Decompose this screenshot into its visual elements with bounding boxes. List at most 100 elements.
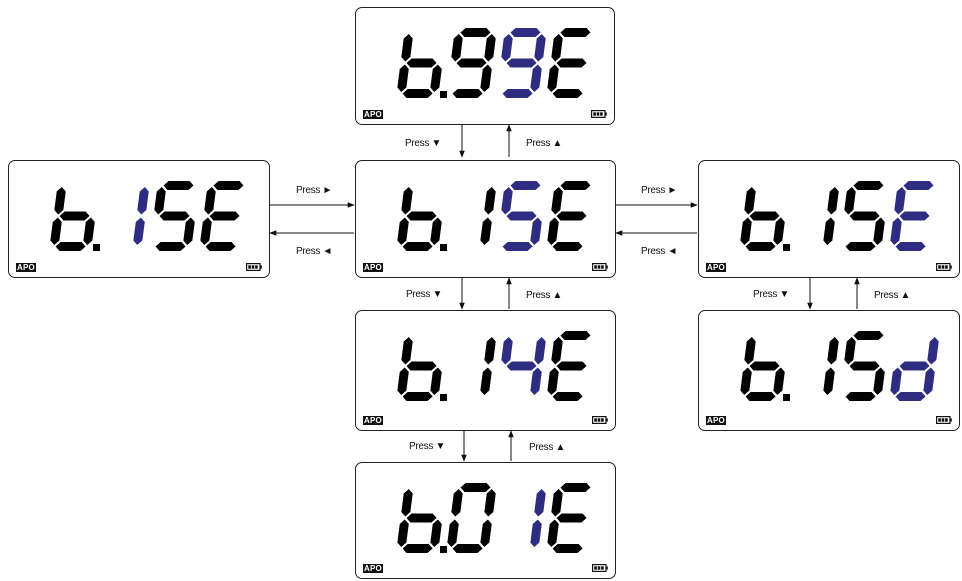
- lcd-display-left: APO: [8, 160, 270, 278]
- digit-0: [397, 489, 447, 553]
- digit-3: [547, 331, 591, 401]
- segment-e: [397, 367, 409, 395]
- seven-segment-readout: [397, 483, 591, 553]
- digit-0: [50, 187, 100, 251]
- segment-a: [460, 483, 491, 492]
- segment-b: [827, 337, 839, 365]
- label-center-lower-to-bottom: Press ▼: [409, 441, 446, 452]
- apo-indicator: APO: [363, 110, 383, 119]
- decimal-point: [783, 244, 790, 251]
- apo-indicator: APO: [363, 564, 383, 573]
- digit-2: [844, 331, 885, 401]
- lcd-display-right-lower: APO: [698, 310, 960, 431]
- segment-d: [452, 89, 483, 98]
- segment-e: [890, 217, 902, 245]
- segment-c: [430, 64, 442, 92]
- segment-b: [137, 187, 149, 215]
- lcd-display-bottom: APO: [355, 462, 616, 579]
- segment-b: [534, 489, 546, 517]
- label-bottom-to-center-lower: Press ▲: [529, 442, 566, 453]
- segment-c: [873, 217, 885, 245]
- battery-full-icon: [936, 416, 952, 424]
- digit-1: [451, 28, 496, 98]
- segment-a: [903, 181, 934, 190]
- decimal-point: [440, 546, 447, 553]
- digit-0: [740, 187, 790, 251]
- segment-g: [899, 361, 930, 371]
- segment-e: [397, 217, 409, 245]
- digit-2: [501, 181, 542, 251]
- segment-f: [204, 187, 216, 215]
- segment-c: [773, 367, 785, 395]
- digit-3: [547, 483, 591, 553]
- label-left-to-center: Press ►: [296, 185, 333, 196]
- digit-2: [501, 28, 546, 98]
- segment-d: [402, 392, 433, 401]
- segment-e: [397, 519, 409, 547]
- digit-0: [740, 337, 790, 401]
- seven-segment-readout: [397, 331, 591, 401]
- seven-segment-readout: [740, 181, 934, 251]
- segment-g: [899, 211, 930, 221]
- segment-a: [163, 181, 194, 190]
- segment-g: [406, 58, 437, 68]
- segment-c: [530, 217, 542, 245]
- digit-2: [530, 489, 546, 547]
- segment-g: [506, 58, 537, 68]
- digit-0: [397, 34, 447, 98]
- segment-f: [501, 34, 513, 62]
- segment-c: [923, 367, 935, 395]
- segment-a: [510, 181, 541, 190]
- segment-d: [552, 392, 583, 401]
- segment-g: [159, 211, 190, 221]
- segment-f: [744, 337, 756, 365]
- battery-full-icon: [592, 564, 608, 572]
- label-right-to-right-lower: Press ▼: [753, 289, 790, 300]
- segment-d: [552, 544, 583, 553]
- seven-segment-readout: [50, 181, 244, 251]
- segment-d: [502, 242, 533, 251]
- digit-1: [480, 187, 496, 245]
- segment-e: [547, 519, 559, 547]
- segment-c: [430, 217, 442, 245]
- segment-c: [480, 217, 492, 245]
- segment-c: [480, 519, 492, 547]
- apo-indicator: APO: [16, 263, 36, 272]
- digit-0: [397, 337, 447, 401]
- segment-c: [480, 367, 492, 395]
- segment-c: [530, 519, 542, 547]
- digit-1: [133, 187, 149, 245]
- segment-d: [745, 392, 776, 401]
- segment-c: [183, 217, 195, 245]
- battery-full-icon: [592, 263, 608, 271]
- segment-d: [845, 392, 876, 401]
- label-right-to-center: Press ◄: [641, 246, 678, 257]
- segment-e: [50, 217, 62, 245]
- segment-e: [547, 367, 559, 395]
- segment-a: [560, 181, 591, 190]
- segment-a: [510, 28, 541, 37]
- segment-f: [744, 187, 756, 215]
- segment-f: [54, 187, 66, 215]
- digit-2: [154, 181, 195, 251]
- segment-f: [551, 489, 563, 517]
- battery-full-icon: [591, 110, 607, 118]
- apo-indicator: APO: [363, 416, 383, 425]
- segment-e: [740, 367, 752, 395]
- battery-full-icon: [936, 263, 952, 271]
- seven-segment-readout: [397, 28, 591, 98]
- battery-full-icon: [592, 416, 608, 424]
- decimal-point: [93, 244, 100, 251]
- segment-f: [551, 34, 563, 62]
- digit-3: [200, 181, 244, 251]
- segment-g: [506, 361, 537, 371]
- segment-e: [740, 217, 752, 245]
- segment-d: [552, 89, 583, 98]
- segment-c: [480, 64, 492, 92]
- segment-b: [484, 337, 496, 365]
- segment-a: [853, 331, 884, 340]
- decimal-point: [440, 394, 447, 401]
- segment-g: [406, 211, 437, 221]
- segment-f: [451, 34, 463, 62]
